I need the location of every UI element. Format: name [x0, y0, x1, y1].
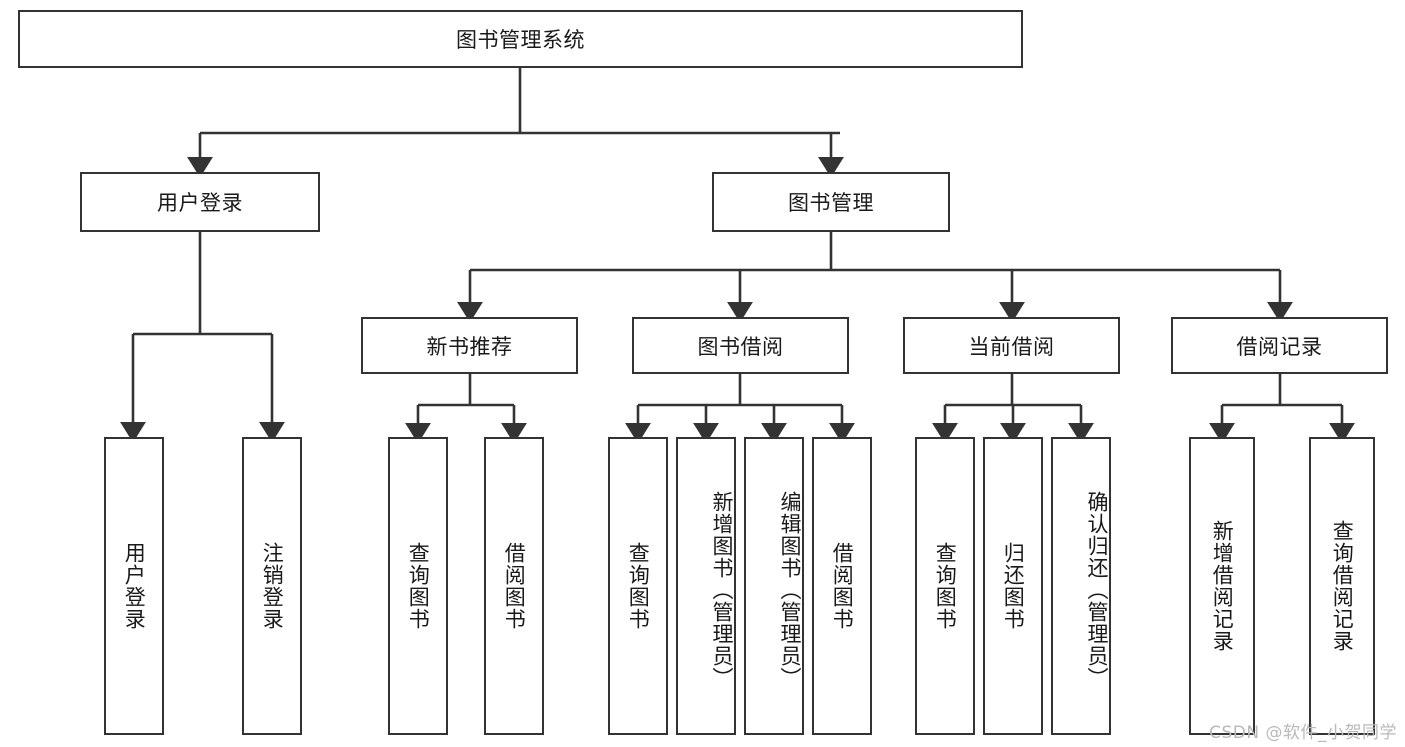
node-root-label: 图书管理系统 — [456, 28, 585, 52]
leaf-label: 编辑图书（管理员） — [778, 491, 802, 689]
node-book-borrow-label: 图书借阅 — [697, 334, 784, 359]
node-current-borrow[interactable]: 当前借阅 — [903, 317, 1120, 374]
leaf-borrow-book-nb[interactable]: 借阅图书 — [484, 437, 544, 735]
leaf-confirm-return-admin[interactable]: 确认归还（管理员） — [1051, 437, 1111, 735]
leaf-add-borrow-record[interactable]: 新增借阅记录 — [1189, 437, 1255, 735]
node-borrow-record-label: 借阅记录 — [1236, 334, 1323, 359]
node-new-book-recommend[interactable]: 新书推荐 — [361, 317, 578, 374]
node-root[interactable]: 图书管理系统 — [18, 10, 1023, 68]
leaf-query-book-nb[interactable]: 查询图书 — [388, 437, 448, 735]
leaf-edit-book-admin[interactable]: 编辑图书（管理员） — [744, 437, 804, 735]
node-book-management[interactable]: 图书管理 — [712, 172, 950, 232]
leaf-query-book-cb[interactable]: 查询图书 — [915, 437, 975, 735]
leaf-add-book-admin[interactable]: 新增图书（管理员） — [676, 437, 736, 735]
leaf-user-login[interactable]: 用户登录 — [104, 437, 164, 735]
leaf-label: 确认归还（管理员） — [1085, 491, 1109, 689]
leaf-label: 注销登录 — [260, 542, 285, 630]
leaf-label: 用户登录 — [122, 542, 147, 630]
leaf-borrow-book-bb[interactable]: 借阅图书 — [812, 437, 872, 735]
watermark: CSDN @软件_小贺同学 — [1209, 723, 1397, 743]
leaf-return-book[interactable]: 归还图书 — [983, 437, 1043, 735]
leaf-label: 查询图书 — [626, 542, 651, 630]
node-book-management-label: 图书管理 — [788, 191, 874, 215]
node-new-book-recommend-label: 新书推荐 — [426, 334, 513, 359]
leaf-label: 借阅图书 — [830, 542, 855, 630]
leaf-label: 查询图书 — [406, 542, 431, 630]
leaf-query-borrow-record[interactable]: 查询借阅记录 — [1309, 437, 1375, 735]
node-current-borrow-label: 当前借阅 — [968, 334, 1055, 359]
leaf-label: 查询借阅记录 — [1330, 520, 1355, 652]
node-book-borrow[interactable]: 图书借阅 — [632, 317, 849, 374]
leaf-label: 归还图书 — [1001, 542, 1026, 630]
node-borrow-record[interactable]: 借阅记录 — [1171, 317, 1388, 374]
leaf-label: 查询图书 — [933, 542, 958, 630]
leaf-label: 新增图书（管理员） — [710, 491, 734, 689]
leaf-logout[interactable]: 注销登录 — [242, 437, 302, 735]
node-user-login[interactable]: 用户登录 — [80, 172, 320, 232]
leaf-label: 借阅图书 — [502, 542, 527, 630]
leaf-label: 新增借阅记录 — [1210, 520, 1235, 652]
node-user-login-label: 用户登录 — [157, 191, 243, 215]
leaf-query-book-bb[interactable]: 查询图书 — [608, 437, 668, 735]
